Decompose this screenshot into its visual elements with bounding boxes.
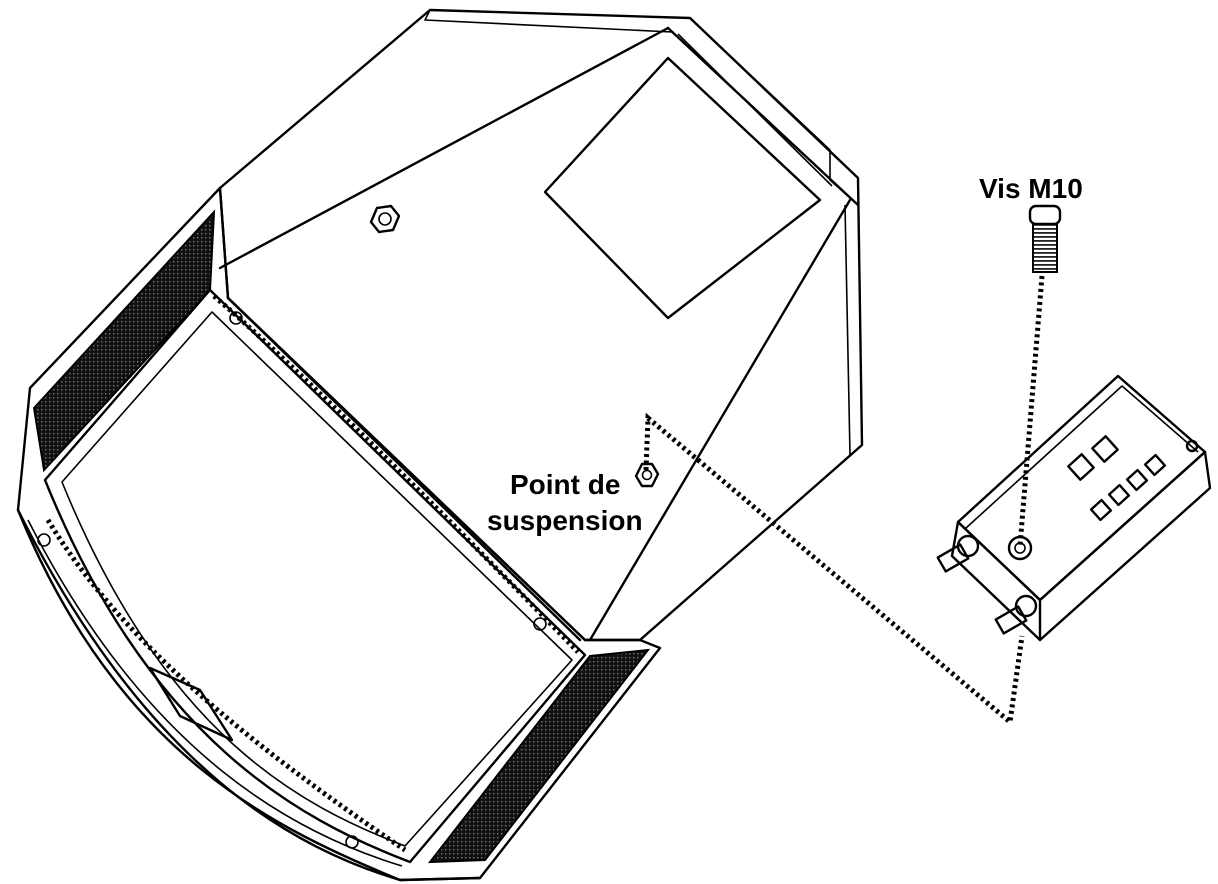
suspension-label-line2: suspension bbox=[487, 505, 643, 536]
screw-icon bbox=[229, 311, 243, 325]
module-side-knob-icon bbox=[1185, 439, 1199, 453]
module-button bbox=[1089, 498, 1113, 522]
module-button bbox=[1107, 483, 1131, 507]
cabinet-face-diagonal bbox=[588, 198, 852, 642]
cabinet-edge-right-1 bbox=[689, 17, 859, 206]
cabinet-top-panel bbox=[218, 8, 864, 642]
front-baffle-outer bbox=[16, 186, 662, 882]
cabinet-bottom-rim bbox=[16, 508, 482, 882]
front-inner-frame-2 bbox=[61, 311, 573, 847]
cabinet-bottom-rim-inner bbox=[27, 519, 403, 867]
baffle-grille-band-lower bbox=[45, 518, 407, 853]
m10-screw-icon bbox=[1028, 204, 1062, 273]
baffle-grille-band bbox=[212, 294, 580, 654]
cabinet-edge-right-2 bbox=[677, 33, 833, 187]
handle-pocket bbox=[543, 56, 822, 320]
speaker-cabinet bbox=[16, 8, 864, 882]
cabinet-ridge-left bbox=[218, 26, 670, 270]
module-top bbox=[956, 374, 1207, 602]
cabinet-edge-top bbox=[424, 9, 673, 33]
connector-icon bbox=[994, 594, 1038, 635]
screw-icon bbox=[533, 617, 547, 631]
amplifier-module bbox=[936, 374, 1212, 642]
module-button bbox=[1125, 468, 1149, 492]
cabinet-edge-right-3 bbox=[844, 204, 851, 456]
suspension-label-line1: Point de bbox=[510, 469, 620, 500]
module-side bbox=[1038, 450, 1212, 642]
module-button bbox=[1143, 453, 1167, 477]
module-edge bbox=[965, 385, 1199, 529]
screw-label: Vis M10 bbox=[979, 173, 1083, 204]
module-button bbox=[1067, 453, 1095, 481]
cabinet-ridge-right bbox=[666, 26, 860, 207]
right-grille bbox=[427, 648, 651, 864]
module-button bbox=[1091, 435, 1119, 463]
module-mount-hole-icon bbox=[1007, 535, 1033, 561]
connector-icon bbox=[936, 534, 980, 573]
screw-icon bbox=[345, 835, 359, 849]
screw-icon bbox=[37, 533, 51, 547]
suspension-guide-line bbox=[643, 412, 1025, 727]
suspension-point-nut-icon bbox=[634, 462, 660, 488]
logo-plate bbox=[148, 666, 234, 742]
screw-guide-line bbox=[1017, 275, 1045, 547]
top-nut-icon bbox=[369, 204, 401, 234]
